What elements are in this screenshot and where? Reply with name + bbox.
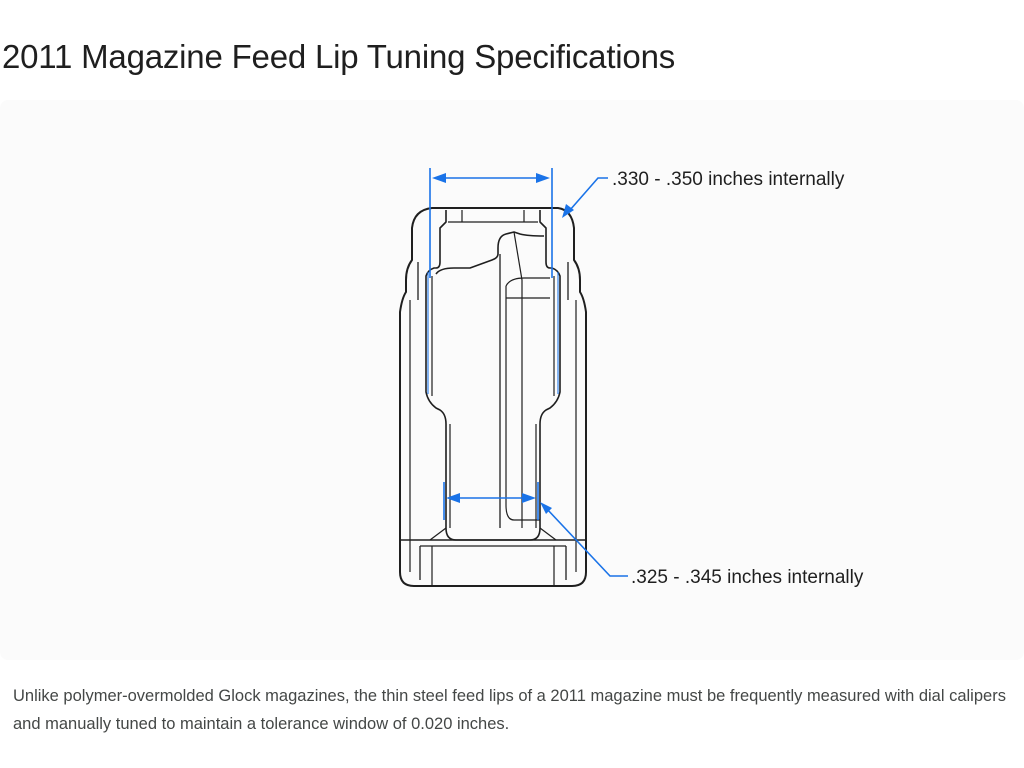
feed-lip-highlight	[427, 272, 559, 394]
lower-callout-label: .325 - .345 inches internally	[631, 567, 864, 588]
magazine-diagram: .330 - .350 inches internally .325 - .34…	[0, 100, 1024, 660]
upper-dimension	[429, 168, 608, 278]
magazine-outline	[399, 207, 587, 587]
upper-callout-label: .330 - .350 inches internally	[612, 169, 845, 190]
lower-dimension	[443, 482, 628, 577]
page-title: 2011 Magazine Feed Lip Tuning Specificat…	[2, 38, 676, 75]
caption: Unlike polymer-overmolded Glock magazine…	[13, 687, 1006, 733]
